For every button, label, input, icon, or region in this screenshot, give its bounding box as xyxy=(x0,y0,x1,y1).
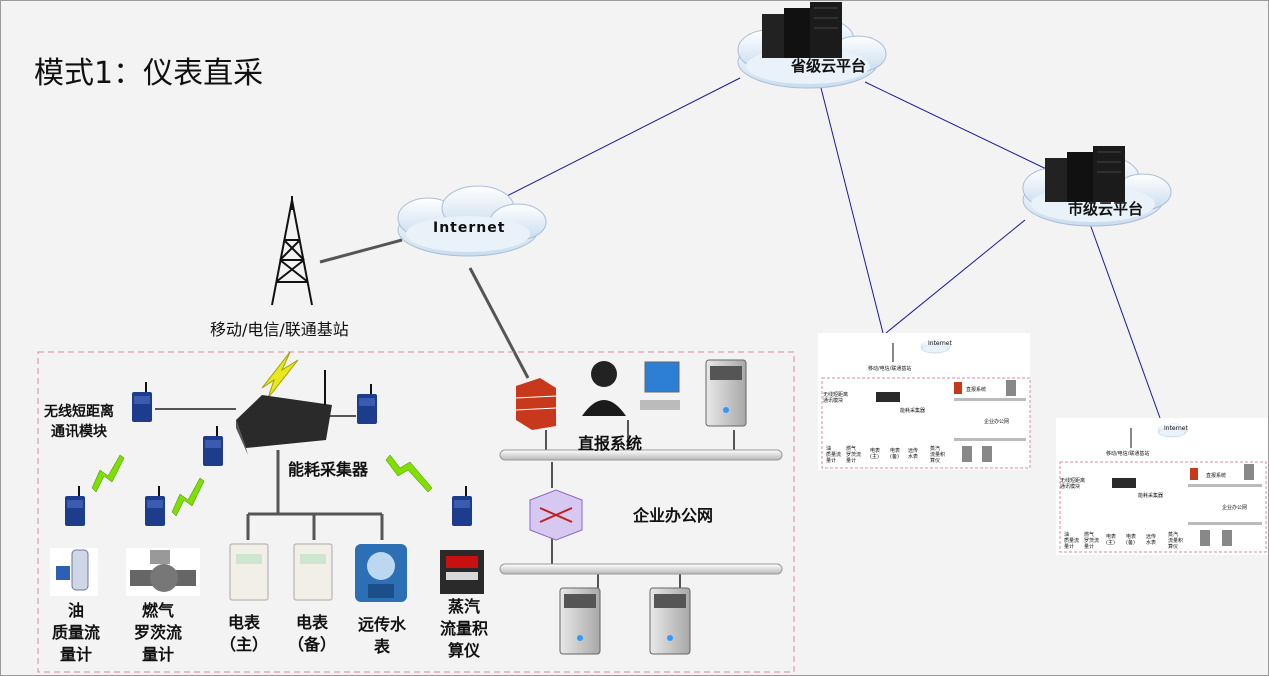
mini-internet-label: Internet xyxy=(928,340,952,347)
mini-meter-label: 远传 水表 xyxy=(908,448,919,460)
tower-icon xyxy=(271,196,313,306)
mini-collector-label: 能耗采集器 xyxy=(900,408,926,414)
mini-meter-label: 蒸汽 流量积 算仪 xyxy=(1168,532,1184,550)
mini-base-station-label: 移动/电信/联通基站 xyxy=(1106,451,1150,457)
user-workstation-icon xyxy=(582,361,680,416)
steam-integrator-icon xyxy=(440,550,484,594)
mini-meter-label: 远传 水表 xyxy=(1146,534,1157,546)
gas-flowmeter-icon xyxy=(126,548,200,596)
wireless-signal-icons xyxy=(261,351,299,399)
firewall-icon xyxy=(515,378,557,430)
module-icon xyxy=(131,381,153,423)
module-icon xyxy=(451,485,473,527)
mini-meter-label: 蒸汽 流量积 算仪 xyxy=(930,446,946,464)
module-icon xyxy=(356,383,378,425)
mini-collector-label: 能耗采集器 xyxy=(1138,493,1164,499)
energy-collector-icon xyxy=(236,370,332,455)
mini-meter-label: 电表 (主) xyxy=(870,448,881,460)
module-icon xyxy=(64,485,86,527)
mini-base-station-label: 移动/电信/联通基站 xyxy=(868,366,912,372)
module-icon xyxy=(144,485,166,527)
mini-office-label: 企业办公网 xyxy=(984,419,1010,425)
meter-label: 蒸汽 流量积 算仪 xyxy=(439,597,488,660)
meter-label: 远传水 表 xyxy=(357,615,406,656)
mini-diagram-2 xyxy=(1056,418,1268,555)
meter-label: 油 质量流 量计 xyxy=(51,601,100,664)
meter-label: 电表 （主） xyxy=(219,613,268,654)
mini-internet-label: Internet xyxy=(1164,425,1188,432)
mini-meter-label: 油 质量流 量计 xyxy=(1064,532,1080,550)
mini-meter-label: 电表 (主) xyxy=(1106,534,1117,546)
province-cloud-label: 省级云平台 xyxy=(791,57,867,75)
wireless-module-label: 无线短距离 通讯模块 xyxy=(44,404,114,440)
mini-meter-label: 电表 (备) xyxy=(1126,534,1137,546)
plant-boundary xyxy=(37,351,795,673)
water-meter-icon xyxy=(355,544,407,602)
mini-meter-label: 电表 (备) xyxy=(890,448,901,460)
mini-diagram-1 xyxy=(818,333,1031,470)
module-icon xyxy=(202,425,224,467)
mini-module-label: 无线短距离 通讯模块 xyxy=(823,392,849,404)
office-network-label: 企业办公网 xyxy=(633,506,714,525)
server-icon xyxy=(559,587,601,655)
power-meter-backup-icon xyxy=(293,543,333,601)
internet-label: Internet xyxy=(433,220,506,236)
power-meter-main-icon xyxy=(229,543,269,601)
city-cloud-label: 市级云平台 xyxy=(1068,200,1144,218)
page-title: 模式1：仪表直采 xyxy=(34,56,264,91)
collector-label: 能耗采集器 xyxy=(288,460,369,479)
switch-icon xyxy=(529,489,583,541)
meter-label: 燃气 罗茨流 量计 xyxy=(133,601,182,664)
connection-lines xyxy=(155,77,1161,590)
oil-flowmeter-icon xyxy=(50,548,98,596)
network-bus xyxy=(499,563,783,575)
direct-report-label: 直报系统 xyxy=(578,434,643,453)
network-bus xyxy=(499,449,783,461)
mini-meter-label: 油 质量流 量计 xyxy=(826,446,842,464)
mini-direct-report-label: 直报系统 xyxy=(966,387,987,393)
mini-meter-label: 燃气 罗茨流 量计 xyxy=(846,446,862,464)
meter-label: 电表 （备） xyxy=(287,613,336,654)
mini-meter-label: 燃气 罗茨流 量计 xyxy=(1084,532,1100,550)
server-icon xyxy=(705,359,747,427)
server-icon xyxy=(649,587,691,655)
mini-direct-report-label: 直报系统 xyxy=(1206,473,1227,479)
mini-module-label: 无线短距离 通讯模块 xyxy=(1060,478,1086,490)
wireless-zigzags xyxy=(91,454,433,517)
base-station-label: 移动/电信/联通基站 xyxy=(210,320,349,339)
mini-office-label: 企业办公网 xyxy=(1222,505,1248,511)
